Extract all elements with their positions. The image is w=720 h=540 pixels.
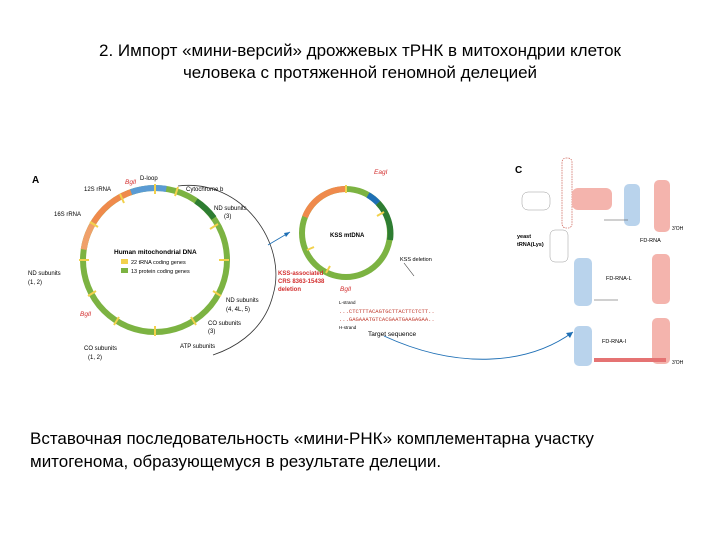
kss-center-label: KSS mtDNA (330, 233, 365, 239)
panel-c-letter: C (515, 165, 522, 176)
label-bgli-kss: BglI (340, 286, 351, 293)
kss-trna-ticks (306, 185, 385, 274)
label-h-strand: H-strand (339, 325, 357, 330)
label-nd-subunits-12-num: (1, 2) (28, 280, 42, 286)
label-kss-deletion: KSS deletion (400, 257, 432, 263)
fd-rna-i-pink (652, 318, 670, 364)
fd-rna-l-blue (574, 258, 592, 306)
fd-rna-label: FD-RNA (640, 238, 661, 244)
label-atp-subunits: ATP subunits (180, 344, 215, 350)
yeast-trna-arm-pink (572, 188, 612, 210)
label-d-loop: D-loop (140, 176, 158, 182)
label-co-subunits-3-num: (3) (208, 329, 215, 335)
slide-title-line2: человека с протяженной геномной делецией (182, 63, 538, 82)
yeast-trna-acceptor (561, 157, 573, 229)
kss-mtdna-circle (299, 185, 394, 280)
mtdna-ring-cytb (194, 198, 217, 220)
mtdna-ring-orange (91, 189, 133, 225)
slide-title: 2. Импорт «мини-версий» дрожжевых тРНК в… (40, 40, 680, 84)
label-nd-subunits-12: ND subunits (28, 271, 61, 277)
fd-rna-pink-stem (654, 180, 670, 232)
yeast-label-line2: tRNA(Lys) (517, 242, 544, 248)
panel-a-letter: A (32, 175, 39, 186)
label-nd-subunits-44l5: ND subunits (226, 298, 259, 304)
fd-rna-l-label: FD-RNA-L (606, 276, 632, 282)
legend-trna-swatch (121, 259, 128, 264)
label-eagi: EagI (374, 169, 388, 176)
mtdna-figure: A Human mitochondrial DNA 22 tRNA coding… (28, 157, 684, 366)
kss-assoc-line1: KSS-associated (278, 271, 324, 277)
fd-rna-i-sequence-bar (594, 358, 666, 362)
fd-rna-i-structure (574, 318, 670, 366)
connector-arrowhead (566, 332, 573, 338)
label-nd-subunits-3-num: (3) (224, 214, 231, 220)
label-16s-rrna: 16S rRNA (54, 212, 81, 218)
fd-rna-i-label: FD-RNA-I (602, 339, 627, 345)
mtdna-center-label: Human mitochondrial DNA (114, 249, 197, 256)
kss-ring-orange (302, 186, 347, 219)
circular-mtdna-map (79, 184, 230, 336)
trna-gene-ticks (79, 184, 229, 336)
kss-ring-blue (366, 192, 381, 206)
fd-rna-structure (624, 180, 670, 232)
yeast-label-line1: yeast (517, 234, 531, 240)
seq-bottom: ...GAGAAATGTCACGAATGAAGAGAA.. (339, 316, 435, 323)
fd-rna-3oh-top: 3'OH (672, 226, 684, 232)
slide-title-line1: 2. Импорт «мини-версий» дрожжевых тРНК в… (99, 41, 621, 60)
legend-trna-label: 22 tRNA coding genes (131, 260, 186, 266)
slide-caption: Вставочная последовательность «мини-РНК»… (30, 429, 594, 471)
yeast-trna-structure (521, 157, 612, 263)
yeast-trna-anticodon (549, 229, 569, 263)
yeast-trna-arm-left (521, 191, 551, 211)
kss-ring-dark (375, 200, 394, 241)
label-co-subunits-12-num: (1, 2) (88, 355, 102, 361)
label-co-subunits-12: CO subunits (84, 346, 117, 352)
connector-to-panel-c (383, 331, 574, 360)
fd-rna-l-structure (574, 254, 670, 306)
kss-deletion-pointer (403, 262, 415, 277)
legend-protein-swatch (121, 268, 128, 273)
mtdna-ring-dloop (130, 185, 167, 195)
fd-rna-i-blue (574, 326, 592, 366)
connector-panel-c (594, 219, 628, 301)
label-12s-rrna: 12S rRNA (84, 187, 111, 193)
label-target-sequence: Target sequence (368, 331, 416, 338)
label-co-subunits-3: CO subunits (208, 321, 241, 327)
label-cytochrome-b: Cytochrome b (186, 187, 224, 193)
fd-rna-l-pink (652, 254, 670, 304)
fd-rna-3oh-bottom: 3'OH (672, 360, 684, 366)
label-l-strand: L-strand (339, 300, 356, 305)
label-bgli-left: BglI (80, 311, 91, 318)
connector-curves (177, 184, 291, 356)
legend-protein-label: 13 protein coding genes (131, 269, 190, 275)
kss-assoc-line3: deletion (278, 287, 301, 293)
label-nd-subunits-3: ND subunits (214, 206, 247, 212)
fd-rna-blue-stem (624, 184, 640, 226)
kss-assoc-line2: CRS 8363-15438 (278, 279, 325, 285)
mtdna-ring-orange-16s (80, 220, 97, 251)
label-bgli-top: BglI (125, 179, 136, 186)
label-nd-subunits-44l5-num: (4, 4L, 5) (226, 307, 250, 313)
seq-top: ...CTCTTTACAGTGCTTACTTCTCTT.. (339, 308, 435, 315)
